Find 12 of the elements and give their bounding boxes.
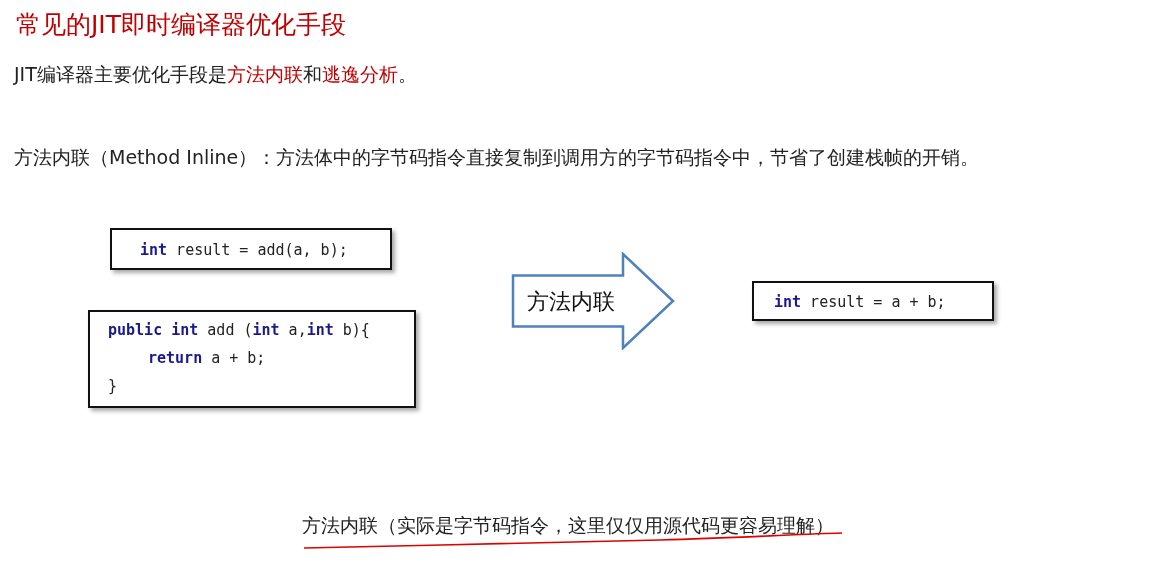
code-box: [110, 228, 392, 270]
code-line: public int add (int a,int b){: [108, 320, 370, 341]
code-line: }: [108, 376, 118, 397]
body-text: 方法内联（Method Inline）：方法体中的字节码指令直接复制到调用方的字节码指令中，节省了创建栈帧的开销。: [14, 145, 980, 170]
code-line: int result = a + b;: [774, 292, 946, 313]
code-line: return a + b;: [148, 348, 266, 369]
code-line: int result = add(a, b);: [140, 240, 348, 261]
code-box: [88, 310, 416, 408]
arrow-label: 方法内联: [527, 288, 615, 316]
body-text: JIT编译器主要优化手段是方法内联和逃逸分析。: [14, 62, 417, 87]
slide-title: 常见的JIT即时编译器优化手段: [16, 9, 347, 41]
code-box: [752, 281, 994, 321]
